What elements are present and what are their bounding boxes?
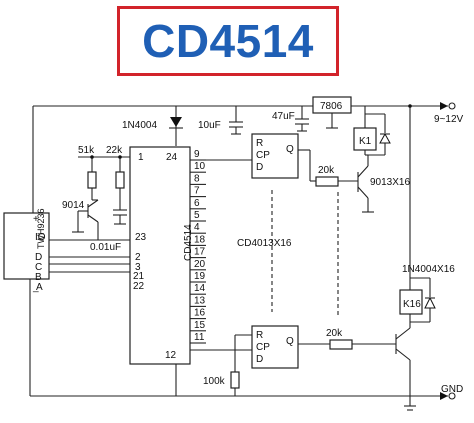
resistor-20k-top [315,176,339,187]
input-network [72,155,130,240]
gnd-label: GND [441,384,463,395]
receiver-pin-b: B [35,272,42,283]
ic-pin-label: 13 [194,295,206,306]
ic-pin-label: 11 [194,332,205,343]
ic-pin-label: 15 [194,320,206,331]
ic-pin-label: 8 [194,173,200,184]
resistor-22k-label: 22k [106,145,123,156]
relay-k16 [399,289,423,315]
transistor-9013 [357,155,369,208]
ic-pin-label: 14 [194,283,206,294]
flipflop-bottom-wiring [190,334,396,396]
receiver-pin-c: C [35,262,42,273]
resistor-22k [115,171,125,189]
supply-rail [32,102,456,213]
flipflop-group-label: CD4013X16 [237,238,292,249]
cap-47uf [295,106,309,132]
ic-pin-label: 7 [194,186,200,197]
flipflop-top-wiring [190,149,358,187]
receiver-minus: _ [32,282,39,293]
receiver-plus: + [33,214,39,225]
relay-k1-label: K1 [359,136,372,147]
ic-pin-label: 4 [194,222,200,233]
title: CD4514 [142,15,314,67]
ff-bottom-q: Q [286,336,294,347]
resistor-20k-top-label: 20k [318,165,335,176]
receiver-pin-a: A [36,282,43,293]
cap-10uf [229,106,243,135]
resistor-51k [87,171,97,189]
ff-top-cp: CP [256,150,270,161]
ic-pin-label: 6 [194,198,200,209]
ic-pin-2: 2 [135,252,141,263]
ff-top-d: D [256,162,263,173]
ic-cd4514-label: CD4514 [183,224,194,261]
diode-label: 1N4004 [122,120,157,131]
ic-pin-12: 12 [165,350,177,361]
flipflop-top [251,133,299,179]
ic-pin-23: 23 [135,232,147,243]
resistor-100k-label: 100k [203,376,226,387]
transistor-bottom [395,327,411,396]
ff-bottom-r: R [256,330,263,341]
cap-47uf-label: 47uF [272,111,295,122]
ff-top-q: Q [286,144,294,155]
receiver-label: TWH9236 [36,208,46,249]
ic-pin-label: 17 [194,247,206,258]
ic-pin-label: 5 [194,210,200,221]
ic-left-pins [45,239,130,273]
diode-relay-label: 1N4004X16 [402,264,455,275]
resistor-100k [230,371,240,389]
ic-cd4514 [129,146,191,365]
ic-pin-24: 24 [166,152,178,163]
receiver-pin-d: D [35,252,42,263]
ic-pin-1: 1 [138,152,144,163]
receiver-twh9236 [3,212,50,280]
regulator-label: 7806 [320,101,343,112]
ff-top-r: R [256,138,263,149]
resistor-51k-label: 51k [78,145,95,156]
ic-pin-3: 3 [135,262,141,273]
transistor-9013-label: 9013X16 [370,177,410,188]
cap-001uf-label: 0.01uF [90,242,121,253]
title-frame: CD4514 [117,6,339,76]
diode-1n4004 [169,106,183,146]
resistor-20k-bottom [329,339,353,350]
relay-k1-wiring [364,106,391,156]
receiver-pin-io: IO [35,232,46,243]
relay-k16-label: K16 [403,299,421,310]
ff-bottom-cp: CP [256,342,270,353]
resistor-20k-bottom-label: 20k [326,328,343,339]
ic-pin-label: 16 [194,308,206,319]
cap-10uf-label: 10uF [198,120,221,131]
ground-rail [29,270,456,400]
transistor-9014-label: 9014 [62,200,85,211]
ic-pin-label: 18 [194,234,206,245]
ic-pin-21: 21 [133,271,145,282]
ic-pin-label: 20 [194,259,206,270]
supply-label: 9~12V [434,114,464,125]
ic-pin-22: 22 [133,281,145,292]
ff-bottom-d: D [256,354,263,365]
ic-pin-label: 10 [194,161,206,172]
ic-pin-label: 9 [194,149,200,160]
relay-k16-wiring [409,277,436,328]
ic-pin-label: 19 [194,271,206,282]
flipflop-bottom [251,325,299,369]
